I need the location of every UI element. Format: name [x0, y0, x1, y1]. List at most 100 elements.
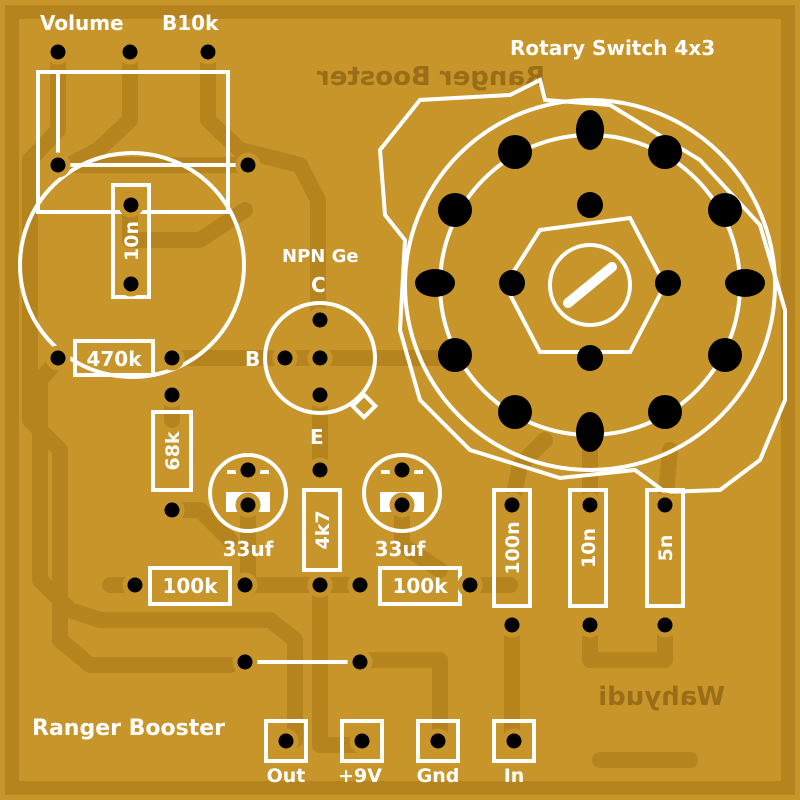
switch-lug	[577, 345, 603, 371]
cap-5n-label: 5n	[655, 535, 677, 562]
switch-lug	[577, 192, 603, 218]
pad	[159, 382, 185, 408]
switch-lug	[576, 412, 604, 452]
terminal-gnd-pad	[425, 728, 451, 754]
terminal-out-pad	[273, 728, 299, 754]
silkscreen-labels: Volume B10k Rotary Switch 4x3 NPN Ge C B…	[32, 11, 715, 787]
switch-lug	[655, 270, 681, 296]
pad	[652, 492, 678, 518]
rotary-shaft	[548, 243, 632, 327]
pad	[389, 457, 415, 483]
ecap-right-outline	[362, 453, 442, 533]
pad	[307, 457, 333, 483]
pad	[45, 345, 71, 371]
terminal-in-label: In	[504, 765, 525, 787]
pad	[195, 39, 221, 65]
transistor-tab	[349, 391, 379, 421]
ecap-right-label: 33uf	[375, 537, 426, 561]
pad	[499, 612, 525, 638]
pad	[347, 649, 373, 675]
pad	[118, 271, 144, 297]
terminal-9v-label: +9V	[338, 765, 382, 787]
terminal-gnd-label: Gnd	[417, 765, 460, 787]
silkscreen-outlines	[18, 70, 787, 763]
pad	[159, 345, 185, 371]
terminal-9v-pad	[349, 728, 375, 754]
cap-100n-outline	[492, 488, 532, 608]
res-100k-left-outline	[148, 566, 232, 606]
cap-10n-switch-label: 10n	[578, 528, 600, 568]
pad	[577, 612, 603, 638]
res-4k7-label: 4k7	[312, 510, 334, 549]
pad	[347, 572, 373, 598]
pad	[45, 152, 71, 178]
mirror-author-text: Wahyudi	[598, 682, 725, 712]
project-title-label: Ranger Booster	[32, 716, 225, 741]
ecap-left-label: 33uf	[223, 537, 274, 561]
transistor-outline	[263, 301, 377, 415]
terminal-9v-pad-outline	[340, 719, 384, 763]
pad	[45, 39, 71, 65]
pad	[159, 497, 185, 523]
board-edge-ring	[5, 5, 795, 795]
pad	[117, 39, 143, 65]
pad	[457, 572, 483, 598]
switch-lug	[708, 193, 742, 227]
switch-lug	[438, 193, 472, 227]
pad	[307, 382, 333, 408]
terminal-out-label: Out	[267, 765, 306, 787]
switch-lug	[648, 395, 682, 429]
cap-10n-pot-outline	[111, 183, 151, 299]
terminal-in-pad-outline	[492, 719, 536, 763]
terminal-out-pad-outline	[264, 719, 308, 763]
switch-lug	[498, 135, 532, 169]
pad	[272, 345, 298, 371]
pad	[118, 192, 144, 218]
rotary-switch-label: Rotary Switch 4x3	[510, 36, 715, 60]
terminal-gnd-pad-outline	[416, 719, 460, 763]
switch-lug	[708, 338, 742, 372]
switch-lug	[725, 269, 765, 297]
pad	[307, 345, 333, 371]
volume-label: Volume	[40, 11, 124, 35]
pad	[652, 612, 678, 638]
mirror-title-text: Ranger Booster	[317, 62, 545, 92]
switch-lug	[648, 135, 682, 169]
pad	[307, 307, 333, 333]
solder-pads	[45, 39, 678, 754]
pad	[122, 572, 148, 598]
pad	[235, 492, 261, 518]
transistor-pin-b-label: B	[245, 347, 260, 371]
terminal-in-pad	[501, 728, 527, 754]
res-100k-left-label: 100k	[162, 574, 218, 598]
res-470k-label: 470k	[86, 347, 142, 371]
rotary-switch-lugs	[415, 110, 765, 452]
rotary-shaft-slot	[563, 262, 617, 308]
pad	[577, 492, 603, 518]
res-68k-outline	[151, 410, 193, 492]
cap-100n-label: 100n	[502, 521, 524, 574]
cap-10n-switch-outline	[568, 488, 608, 608]
pad	[389, 492, 415, 518]
switch-lug	[499, 270, 525, 296]
res-100k-right-label: 100k	[392, 574, 448, 598]
switch-lug	[415, 269, 455, 297]
pad	[499, 492, 525, 518]
ecap-left-outline	[208, 453, 288, 533]
res-68k-label: 68k	[162, 431, 184, 470]
res-4k7-outline	[302, 488, 342, 572]
transistor-pin-e-label: E	[310, 425, 324, 449]
switch-lug	[438, 338, 472, 372]
pad	[307, 572, 333, 598]
switch-lug	[576, 110, 604, 150]
pad	[235, 152, 261, 178]
pad	[235, 457, 261, 483]
transistor-pin-c-label: C	[311, 273, 326, 297]
transistor-type-label: NPN Ge	[282, 246, 359, 267]
pad	[232, 572, 258, 598]
res-470k-outline	[73, 339, 155, 377]
switch-lug	[498, 395, 532, 429]
rotary-switch-housing	[377, 77, 787, 495]
pad	[232, 649, 258, 675]
